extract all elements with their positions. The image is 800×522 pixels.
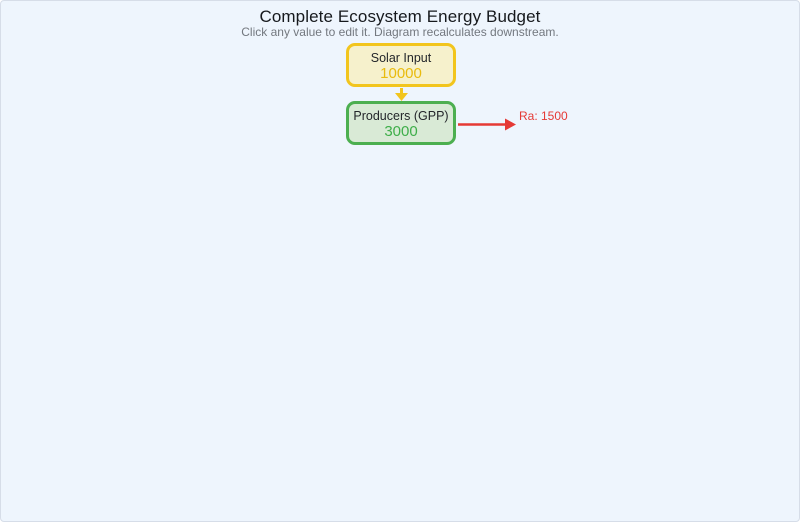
node-producers-gpp-label: Producers (GPP) [353, 109, 449, 123]
node-solar-input-label: Solar Input [370, 51, 432, 65]
page-title: Complete Ecosystem Energy Budget [259, 7, 541, 26]
producers-respiration-arrow [458, 118, 516, 131]
node-solar-input-value[interactable]: 10000 [380, 65, 422, 82]
node-solar-input: Solar Input 10000 [346, 43, 456, 87]
respiration-ra-label[interactable]: Ra: 1500 [519, 109, 568, 123]
page-subtitle: Click any value to edit it. Diagram reca… [241, 25, 559, 39]
node-producers-gpp-value[interactable]: 3000 [384, 123, 418, 140]
solar-to-producers-arrow [395, 88, 408, 101]
node-producers-gpp: Producers (GPP) 3000 [346, 101, 456, 145]
